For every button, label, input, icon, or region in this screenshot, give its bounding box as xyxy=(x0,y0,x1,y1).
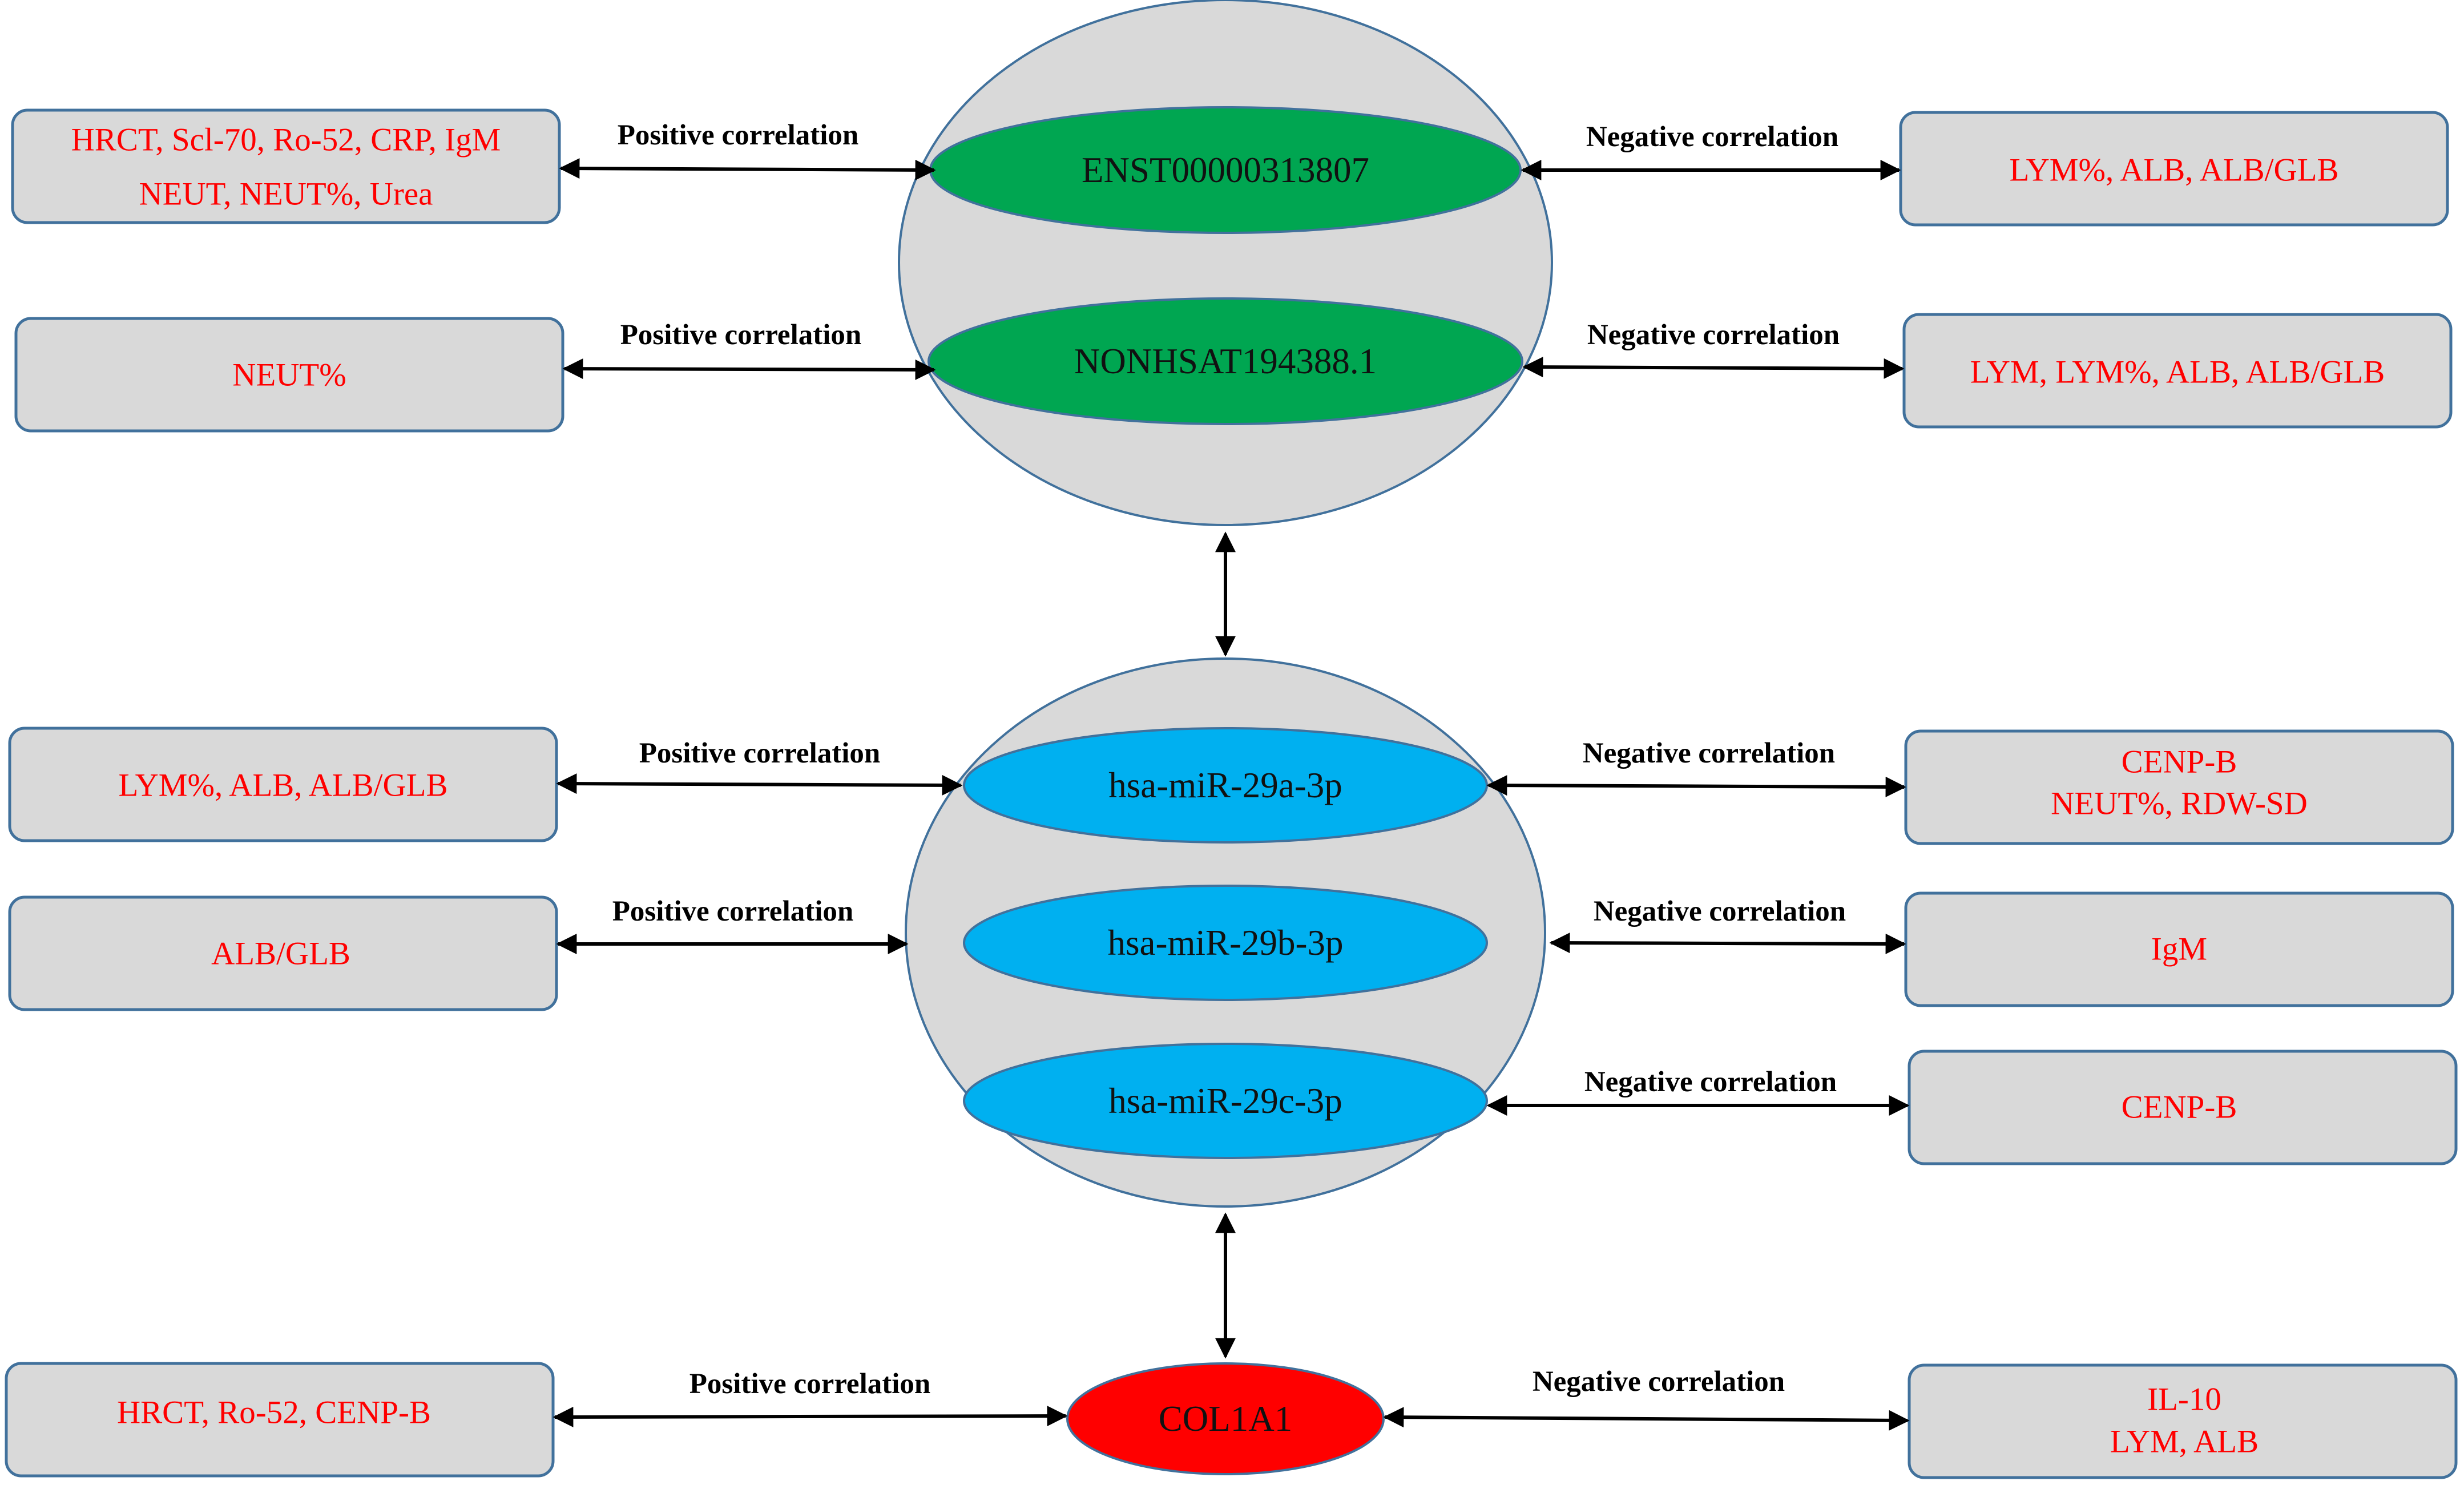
edge-lnc2-positive-label: Positive correlation xyxy=(620,319,862,351)
box-mir1-negative-line-2: NEUT%, RDW-SD xyxy=(2051,786,2308,822)
gene-label-col1a1: COL1A1 xyxy=(1159,1399,1293,1439)
box-lnc1-positive-line-1: HRCT, Scl-70, Ro-52, CRP, IgM xyxy=(71,122,501,158)
box-lnc2-negative-line-1: LYM, LYM%, ALB, ALB/GLB xyxy=(1970,354,2385,390)
box-mir2-positive-line-1: ALB/GLB xyxy=(211,936,350,972)
edge-lnc1-positive-label: Positive correlation xyxy=(618,119,859,151)
lncrna-label-enst00000313807: ENST00000313807 xyxy=(1082,150,1369,190)
mirna-node-29b[interactable] xyxy=(963,885,1488,1001)
edge-lnc2-negative-label: Negative correlation xyxy=(1587,319,1840,351)
box-mir3-negative-line-1: CENP-B xyxy=(2122,1089,2237,1125)
edge-mir1-positive-label: Positive correlation xyxy=(639,737,881,769)
box-gene-negative-line-2: LYM, ALB xyxy=(2110,1424,2259,1460)
lncrna-label-nonhsat194388: NONHSAT194388.1 xyxy=(1074,341,1377,381)
edge-lnc2-negative xyxy=(1522,357,1905,379)
box-gene-positive-line-1: HRCT, Ro-52, CENP-B xyxy=(117,1395,431,1431)
box-lnc1-negative-line-1: LYM%, ALB, ALB/GLB xyxy=(2010,152,2339,188)
box-mir1-positive-line-1: LYM%, ALB, ALB/GLB xyxy=(119,768,448,804)
box-gene-negative-line-1: IL-10 xyxy=(2147,1382,2221,1418)
edge-lnc1-negative-label: Negative correlation xyxy=(1586,121,1838,153)
edge-mir1-negative-label: Negative correlation xyxy=(1583,737,1835,769)
mirna-group: hsa-miR-29a-3p hsa-miR-29b-3p hsa-miR-29… xyxy=(905,657,1546,1208)
edge-mir2-negative-label: Negative correlation xyxy=(1594,895,1846,927)
edge-mir2-negative xyxy=(1549,933,1906,954)
edge-gene-negative-label: Negative correlation xyxy=(1533,1366,1785,1398)
box-lnc1-positive-line-2: NEUT, NEUT%, Urea xyxy=(139,176,433,212)
mirna-label-29c: hsa-miR-29c-3p xyxy=(1108,1081,1342,1121)
mirna-label-29a: hsa-miR-29a-3p xyxy=(1108,765,1342,805)
edge-gene-positive xyxy=(553,1406,1068,1427)
mirna-label-29b: hsa-miR-29b-3p xyxy=(1108,923,1344,963)
edge-gene-positive-label: Positive correlation xyxy=(689,1368,931,1400)
edge-mir3-negative-label: Negative correlation xyxy=(1584,1066,1837,1098)
box-mir2-negative-line-1: IgM xyxy=(2151,931,2207,967)
edge-gene-negative xyxy=(1383,1407,1910,1431)
edge-mir1-negative xyxy=(1486,775,1906,797)
lncrna-sphere xyxy=(898,0,1553,526)
box-lnc2-positive-line-1: NEUT% xyxy=(232,357,346,393)
box-mir1-negative-line-1: CENP-B xyxy=(2122,744,2237,780)
lncrna-group: ENST00000313807 NONHSAT194388.1 xyxy=(898,0,1553,526)
edge-lnc1-positive xyxy=(559,158,936,180)
edge-lnc2-positive xyxy=(562,358,936,380)
edge-mir2-positive-label: Positive correlation xyxy=(612,895,854,927)
edge-mir1-positive xyxy=(556,773,963,796)
